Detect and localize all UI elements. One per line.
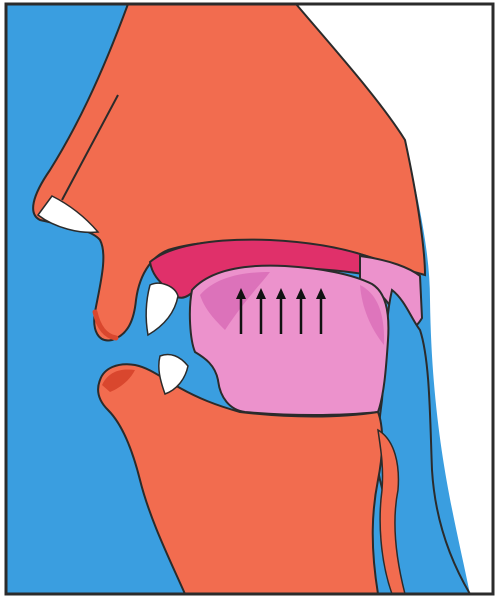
vocal-tract-cross-section [0,0,499,599]
articulation-diagram [0,0,499,599]
